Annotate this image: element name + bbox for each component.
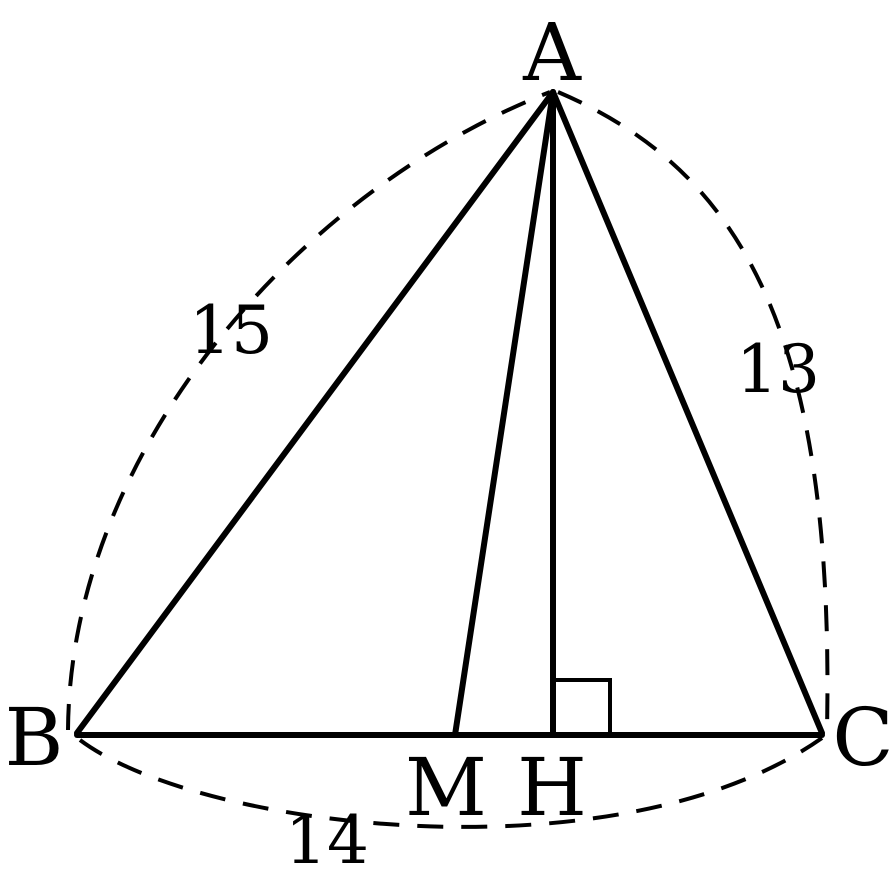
side-ac [550,89,825,736]
length-bc-label: 14 [285,802,369,879]
right-angle-marker [556,678,612,733]
length-ab-label: 15 [189,292,273,369]
point-m-label: M [405,741,487,834]
point-a-label: A [522,6,582,99]
arc-ac [557,90,830,731]
point-h-label: H [517,741,587,834]
arc-ab [66,90,551,731]
side-ab [74,89,556,736]
length-ac-label: 13 [736,331,820,408]
point-b-label: B [5,691,64,784]
median-am [452,89,556,738]
point-c-label: C [832,691,893,784]
arc-bc [78,736,824,829]
